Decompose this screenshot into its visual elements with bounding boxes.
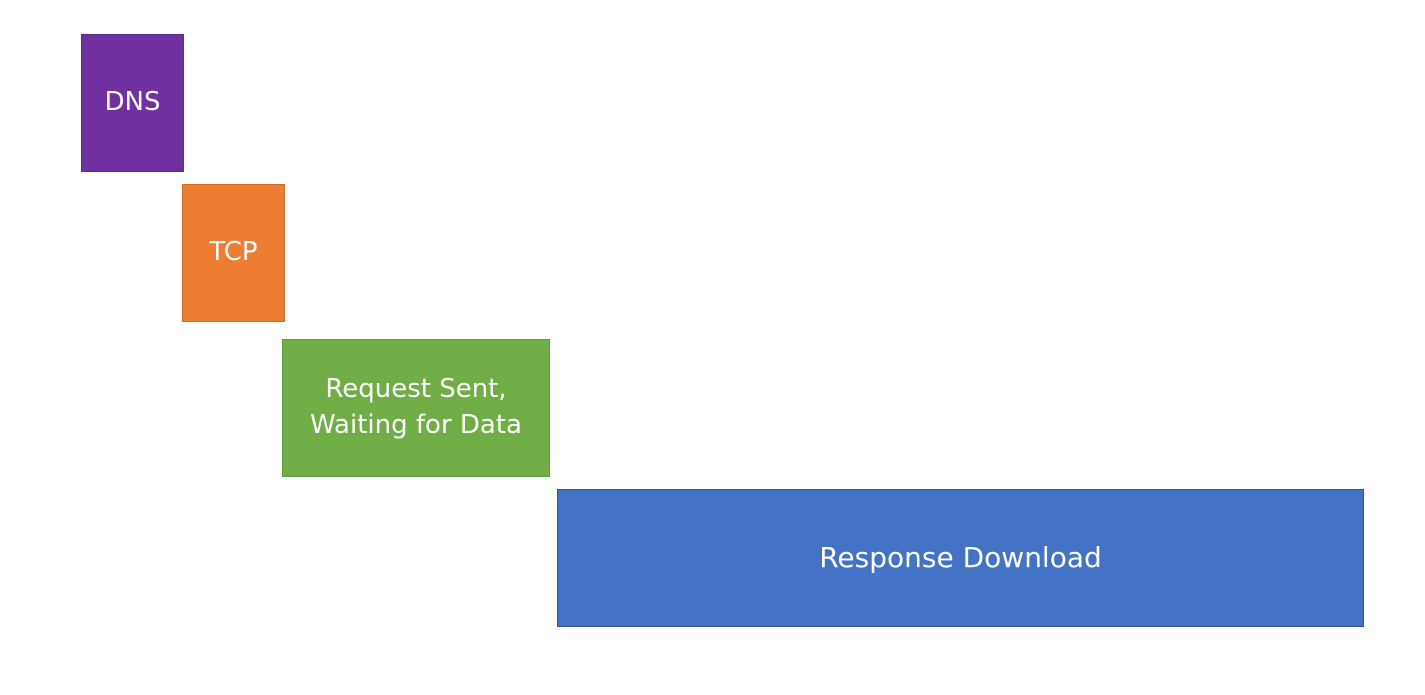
request-sent-waiting-phase-bar: Request Sent, Waiting for Data xyxy=(282,339,550,477)
tcp-phase-bar: TCP xyxy=(182,184,285,322)
response-download-phase-bar: Response Download xyxy=(557,489,1364,627)
dns-phase-bar: DNS xyxy=(81,34,184,172)
